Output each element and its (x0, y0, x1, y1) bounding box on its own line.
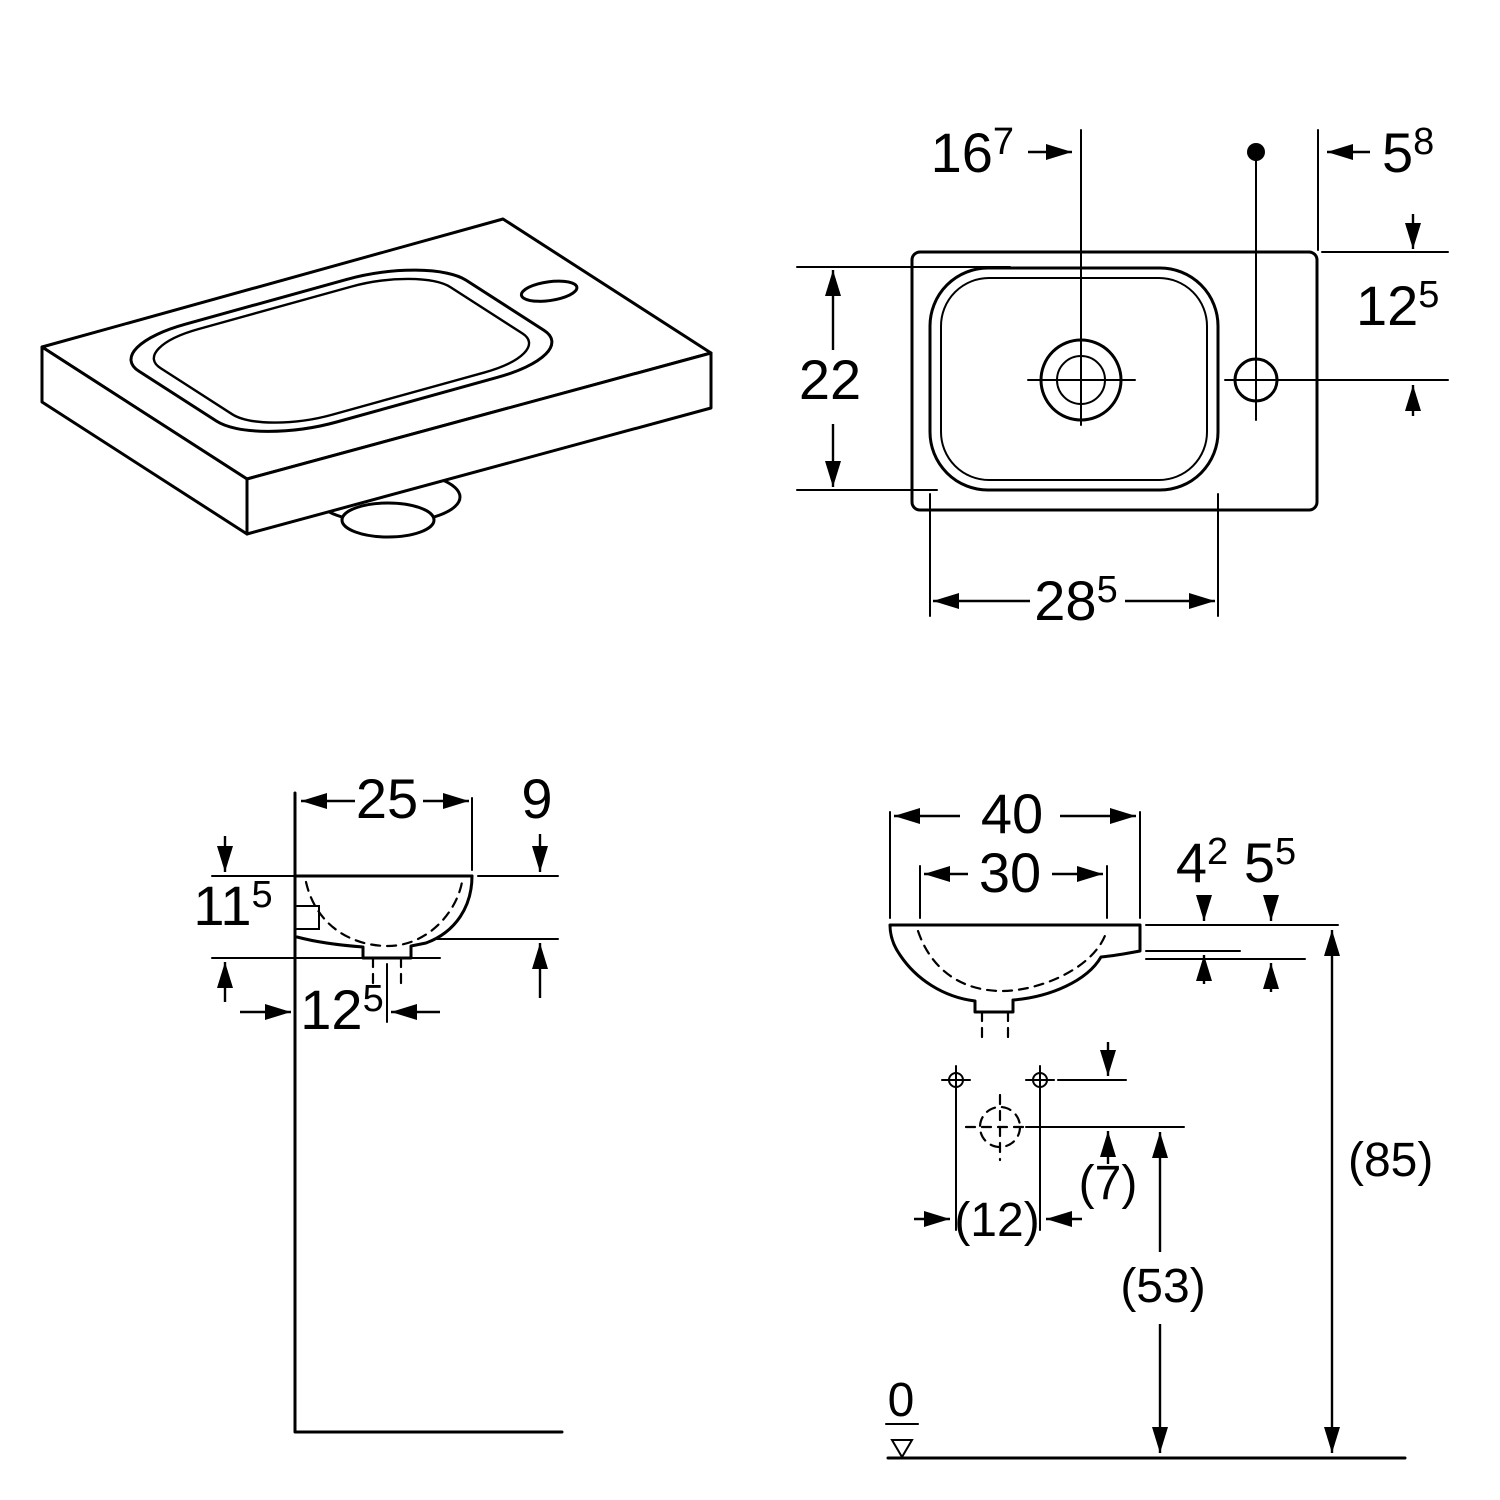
dim-height-with-trap: 115 (193, 836, 441, 1002)
dim-plan-depth: 22 (796, 266, 1011, 491)
dim-label-trap-height: (53) (1120, 1260, 1205, 1313)
fixing-holes (941, 1065, 1127, 1231)
front-basin-hidden-edge (916, 929, 1108, 993)
dim-side-depth: 25 (301, 767, 473, 871)
floor-datum: 0 (885, 1374, 1407, 1460)
dim-rim-height: (85) (1324, 930, 1433, 1453)
side-view: 25 9 115 125 (193, 767, 564, 1434)
dim-hole-from-right: 58 (1317, 121, 1434, 251)
dim-label-basin-width-front: 30 (979, 841, 1041, 904)
dim-label-front-edge-height: 55 (1244, 831, 1296, 894)
front-sink-outline (888, 923, 1142, 1014)
plan-tap-hole (1027, 129, 1136, 426)
dim-label-tap-from-left: 167 (931, 121, 1014, 184)
dim-label-plan-depth: 22 (799, 348, 861, 411)
dim-overall-width: 40 (889, 782, 1141, 919)
plan-basin-inner-rim (940, 277, 1208, 481)
basin-and-taphole (102, 237, 652, 445)
dim-label-overall-width: 40 (981, 782, 1043, 845)
front-view: 40 30 42 55 (885, 782, 1433, 1460)
dim-trap-height: (53) (1120, 1132, 1206, 1453)
basin-inner-profile (304, 880, 464, 948)
dim-front-edge-height: 55 (1145, 831, 1306, 992)
dim-label-rim-thickness: 42 (1176, 831, 1228, 894)
wall-bracket (296, 905, 320, 930)
tap-hole (513, 277, 586, 306)
trap-outlet (964, 1093, 1185, 1162)
plan-right-hole (1224, 143, 1449, 421)
sink-front-face (245, 351, 713, 536)
dim-label-trap-below-fixings: (7) (1079, 1157, 1138, 1210)
isometric-view (42, 219, 711, 537)
reference-dot (1247, 143, 1265, 161)
datum-symbol (890, 1439, 914, 1459)
dim-tap-from-left: 167 (931, 121, 1072, 184)
dim-label-fixing-spacing: (12) (954, 1194, 1039, 1247)
dim-label-hole-from-front: 125 (1356, 274, 1439, 337)
dim-label-rim-height: (85) (1348, 1134, 1433, 1187)
dim-label-front-height-side: 9 (521, 767, 552, 830)
dim-label-basin-width-plan: 285 (1034, 569, 1117, 632)
wall-and-floor-line (293, 791, 564, 1434)
datum-zero-label: 0 (888, 1374, 915, 1427)
dim-label-height-with-trap: 115 (193, 874, 272, 937)
dim-label-hole-from-right: 58 (1382, 121, 1434, 184)
dim-rim-thickness: 42 (1145, 831, 1339, 984)
dim-basin-width-front: 30 (919, 841, 1108, 919)
plan-view: 167 58 125 22 285 (796, 121, 1449, 632)
dim-hole-from-front: 125 (1321, 214, 1449, 416)
dim-label-side-depth: 25 (356, 767, 418, 830)
dim-trap-below-fixings: (7) (1079, 1042, 1138, 1210)
dim-fixing-spacing: (12) (914, 1194, 1082, 1247)
side-sink-section (295, 874, 474, 1023)
dim-label-trap-from-wall: 125 (300, 978, 383, 1041)
dim-front-height-side: 9 (436, 767, 559, 998)
plan-basin-outer-rim (928, 266, 1220, 492)
dim-trap-from-wall: 125 (240, 978, 440, 1041)
dim-basin-width-plan: 285 (929, 493, 1219, 632)
